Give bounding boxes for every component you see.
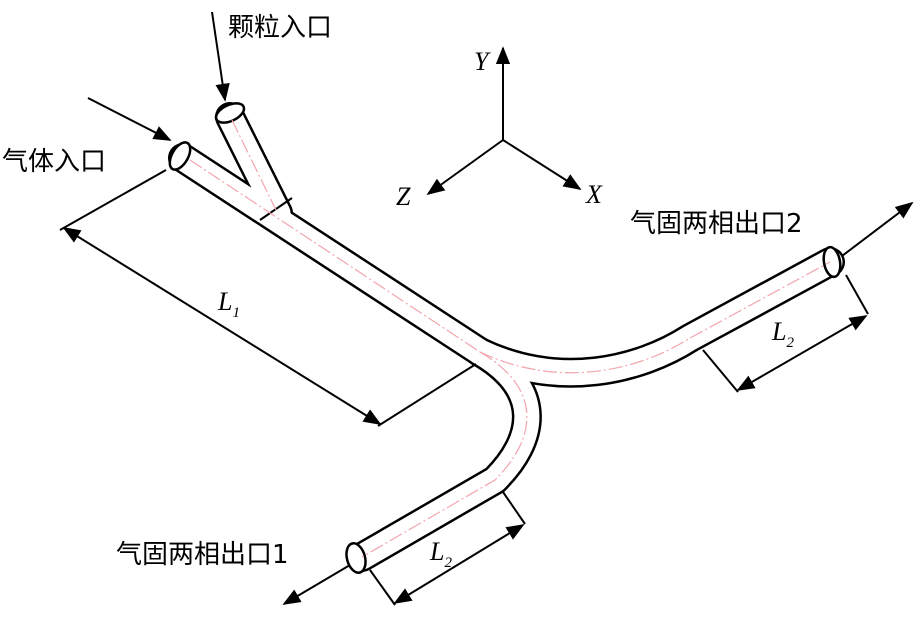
l1-label: L1	[217, 287, 240, 321]
outlet-2-label: 气固两相出口2	[630, 209, 803, 239]
dimension-l2-upper: L2	[702, 274, 869, 393]
gas-inlet-opening	[168, 141, 192, 171]
x-axis-label: X	[585, 180, 603, 209]
z-axis-arrow	[426, 139, 504, 196]
dimension-l2-lower: L2	[369, 491, 526, 606]
z-axis-label: Z	[396, 182, 411, 211]
l2-upper-label: L2	[771, 317, 794, 351]
x-axis-arrow	[502, 139, 582, 190]
gas-inlet-arrow	[87, 97, 172, 141]
outlet-2-arrow	[841, 201, 914, 257]
gas-inlet-label: 气体入口	[2, 147, 106, 177]
outlet-2-opening	[822, 245, 842, 279]
particle-inlet-arrow	[211, 11, 230, 102]
pipe-body	[168, 102, 845, 574]
outlet-1-arrow	[282, 564, 351, 605]
l2-lower-label: L2	[429, 537, 452, 571]
coordinate-axes: Y Z X	[396, 46, 603, 211]
y-axis-label: Y	[474, 47, 491, 76]
outlet-1-label: 气固两相出口1	[116, 540, 289, 570]
dimension-l1: L1	[59, 169, 477, 427]
outlet-1-opening	[345, 542, 367, 574]
particle-inlet-label: 颗粒入口	[228, 13, 332, 43]
particle-inlet-opening	[214, 102, 246, 124]
